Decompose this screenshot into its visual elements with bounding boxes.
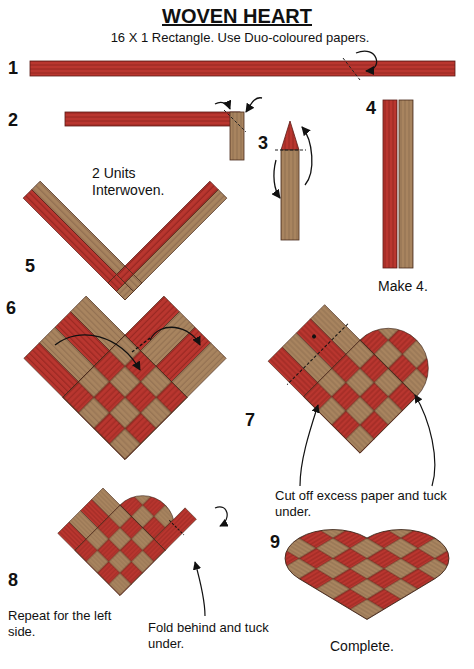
step4-strips	[383, 100, 413, 268]
step8-heart-part	[75, 505, 166, 596]
step2-strip-part	[65, 112, 240, 126]
step-note: 2 Units Interwoven.	[92, 165, 190, 199]
step1-strip-part	[30, 61, 455, 76]
step-note: Cut off excess paper and tuck under.	[275, 488, 460, 519]
step3-strip-part	[281, 150, 299, 240]
step-note: Fold behind and tuck under.	[148, 620, 283, 651]
step-number: 3	[258, 133, 268, 155]
step6-arrows-part	[132, 338, 150, 352]
step2-strip-part	[230, 112, 244, 160]
step-number: 4	[366, 98, 376, 120]
step8-heart	[58, 457, 198, 597]
step-number: 9	[270, 532, 280, 554]
step6-arrows-part	[150, 327, 200, 345]
cut-leader-lines-part	[415, 395, 435, 486]
step5-units-part	[23, 190, 133, 300]
step7-heart-part	[303, 340, 416, 453]
step7-heart-part	[311, 334, 317, 340]
step-number: 1	[8, 58, 18, 80]
step-note: Repeat for the left side.	[8, 608, 133, 639]
cut-leader-lines-part	[300, 405, 318, 486]
step-number: 2	[8, 110, 18, 132]
step2-strip-part	[246, 98, 262, 112]
step2-strip-part	[215, 102, 230, 109]
step-number: 8	[8, 570, 18, 592]
step8-heart-part	[154, 508, 196, 550]
step2-strip	[65, 98, 262, 160]
fold-arrows-part	[195, 562, 205, 616]
cut-leader-lines	[300, 395, 435, 486]
step1-strip-part	[343, 58, 360, 80]
step-number: 7	[245, 410, 255, 432]
step5-units-part	[117, 190, 227, 300]
subtitle: 16 X 1 Rectangle. Use Duo-coloured paper…	[40, 30, 440, 46]
step5-units	[23, 96, 227, 300]
step5-units-part	[117, 283, 134, 300]
step3-strip-part	[274, 160, 280, 198]
step7-heart	[266, 276, 445, 455]
fold-arrows-part	[215, 507, 227, 526]
step-note: Complete.	[330, 638, 394, 655]
step6-weave-part	[63, 335, 187, 459]
step-number: 6	[6, 298, 16, 320]
step3-strip-part	[275, 150, 306, 151]
step3-strip-part	[302, 127, 312, 185]
step4-strips-part	[383, 100, 397, 268]
step3-strip	[274, 121, 312, 240]
step6-arrows	[55, 327, 200, 370]
step8-heart-part	[169, 520, 184, 535]
step4-strips-part	[399, 100, 413, 268]
step-number: 5	[25, 256, 35, 278]
step6-weave	[24, 257, 226, 459]
step1-strip-part	[356, 51, 377, 71]
step-note: Make 4.	[378, 278, 468, 295]
step7-heart-part	[287, 324, 348, 385]
step2-strip-part	[224, 110, 246, 132]
fold-arrows	[195, 507, 227, 616]
step6-arrows-part	[55, 335, 140, 370]
step1-strip	[30, 51, 455, 80]
step3-strip-part	[281, 121, 299, 150]
title: WOVEN HEART	[0, 4, 474, 28]
